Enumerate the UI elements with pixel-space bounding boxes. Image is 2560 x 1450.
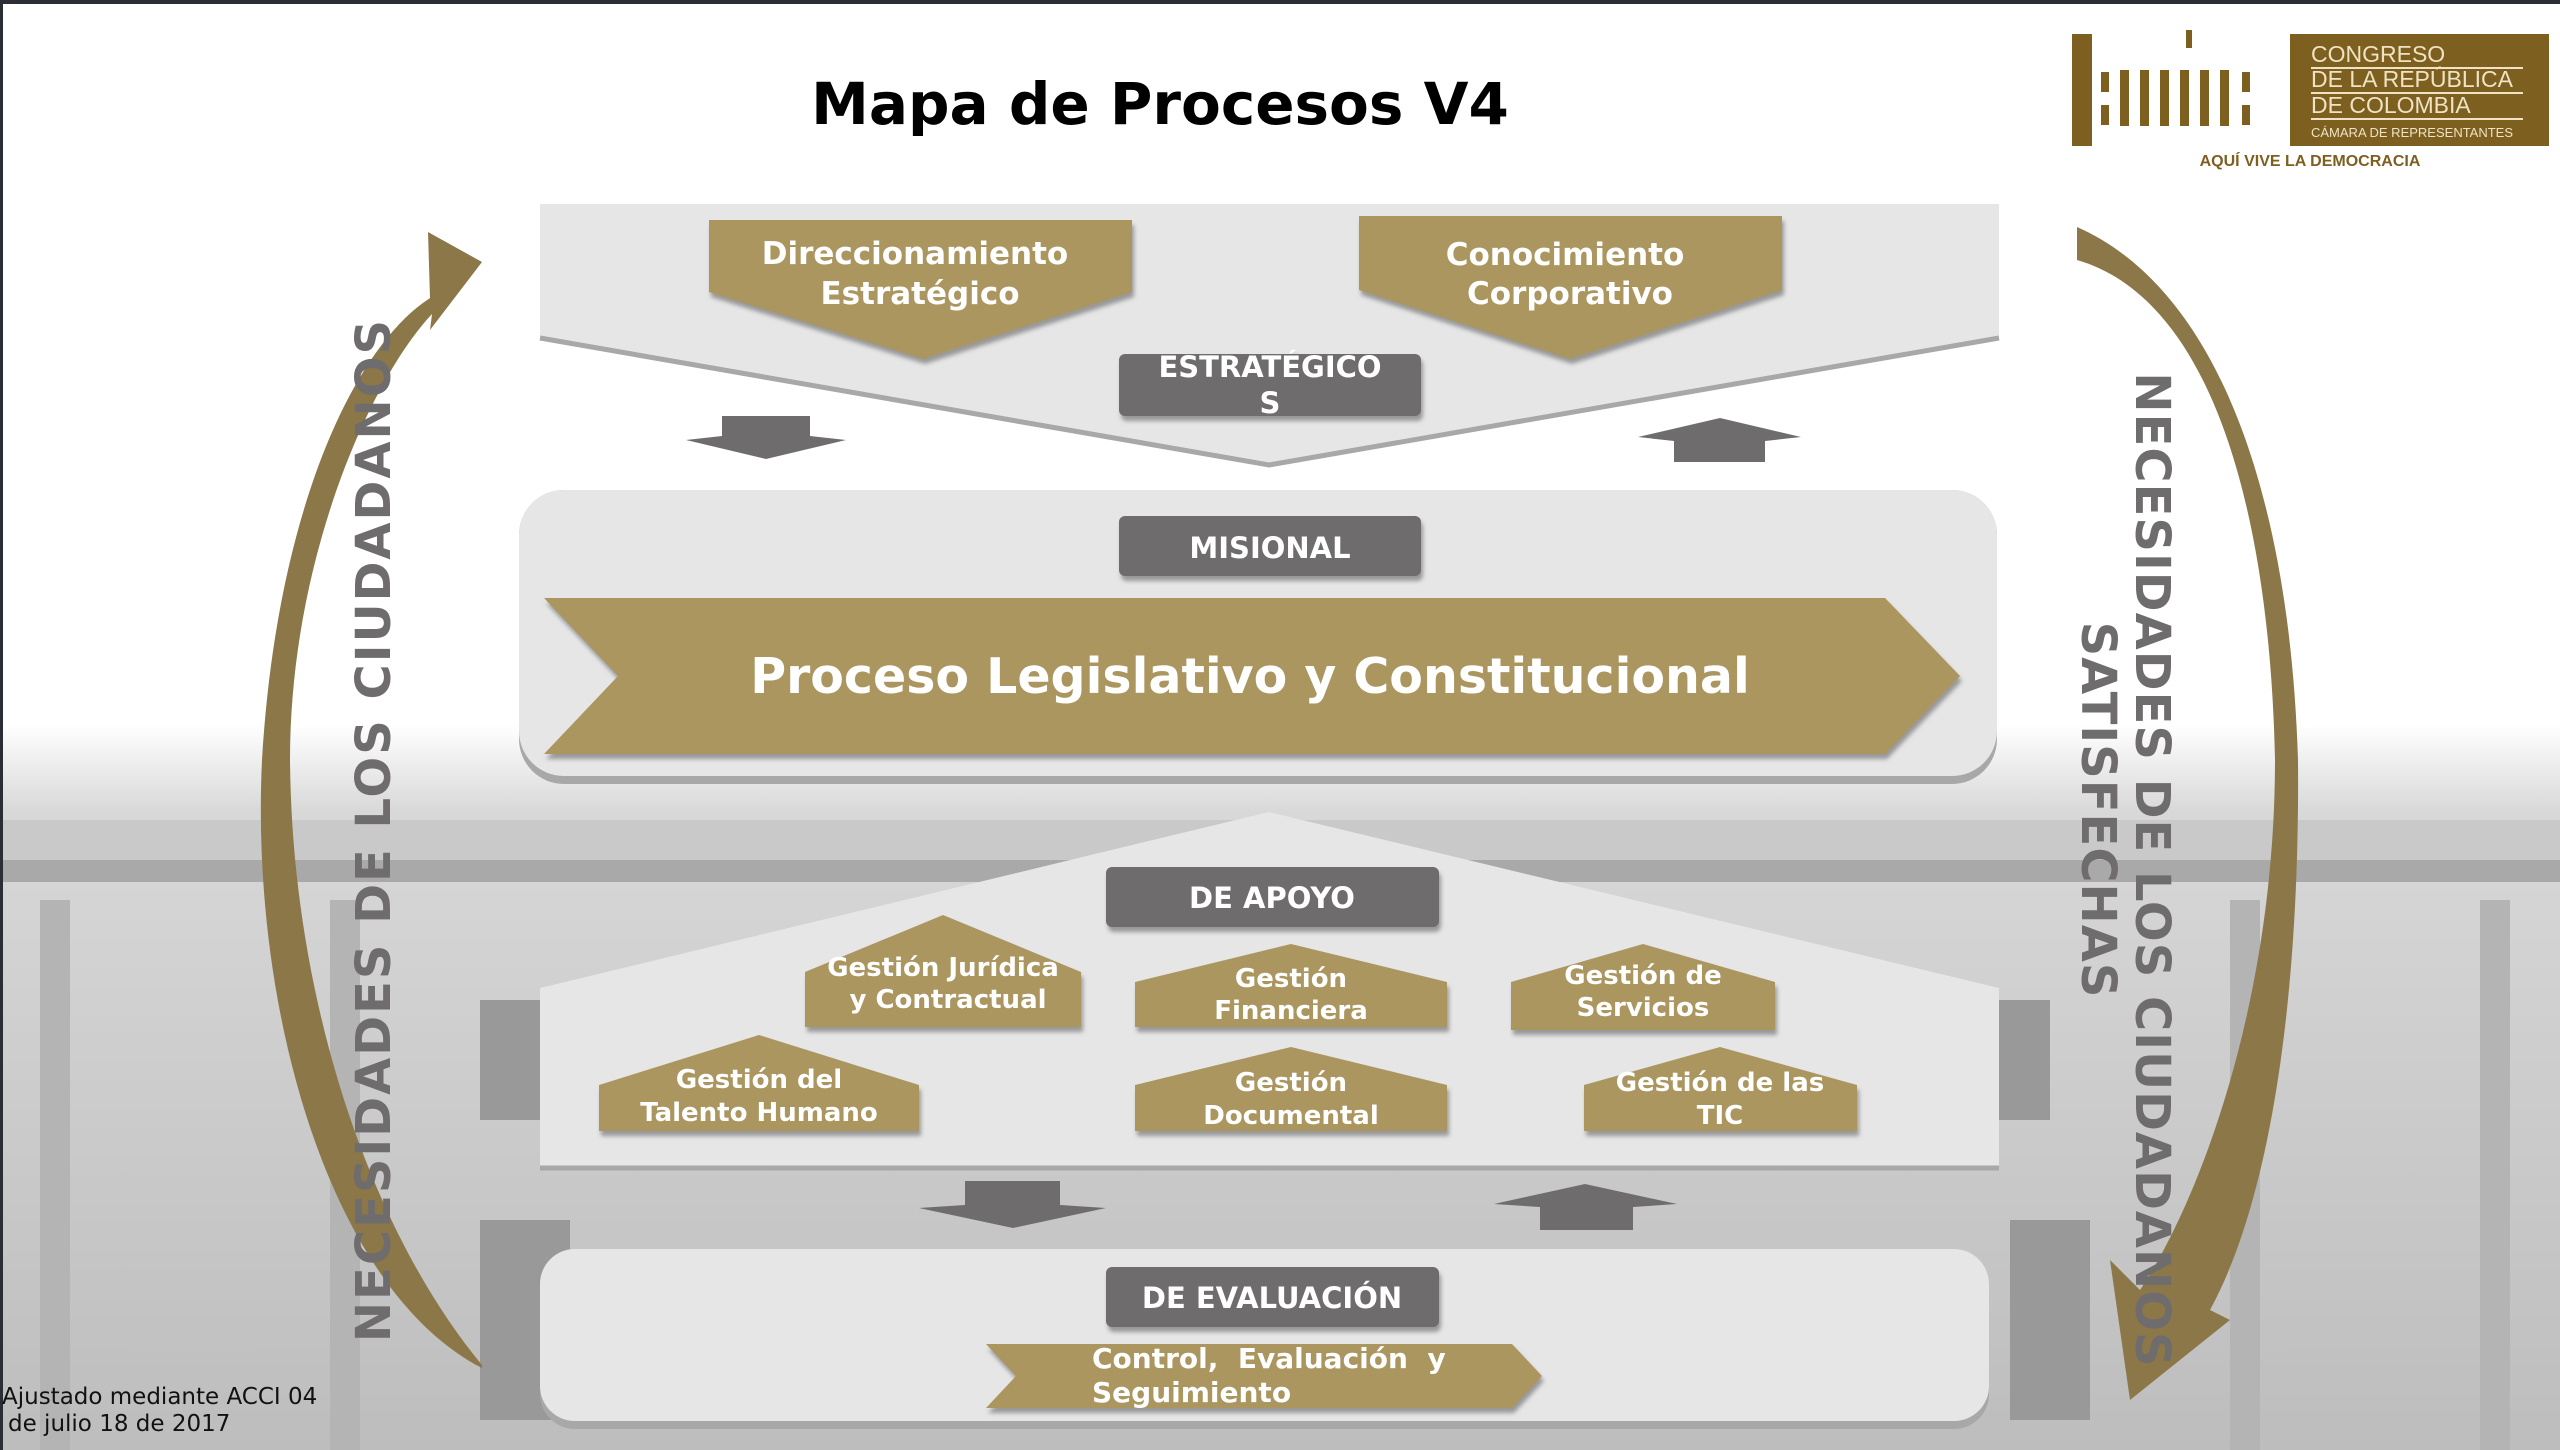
support-box-tic[interactable]: Gestión de las TIC	[1584, 1047, 1857, 1131]
svg-text:Seguimiento: Seguimiento	[1092, 1376, 1291, 1409]
svg-text:Proceso Legislativo y Constitu: Proceso Legislativo y Constitucional	[750, 648, 1750, 705]
svg-text:Gestión de: Gestión de	[1564, 961, 1721, 991]
support-box-servicios[interactable]: Gestión de Servicios	[1511, 944, 1775, 1030]
svg-text:Control, Evaluación y: Control, Evaluación y	[1092, 1342, 1446, 1375]
legislative-process[interactable]: Proceso Legislativo y Constitucional	[544, 598, 1960, 754]
strategic-section: Direccionamiento Estratégico Conocimient…	[539, 204, 2000, 468]
support-box-documental[interactable]: Gestión Documental	[1135, 1047, 1447, 1131]
support-box-financiera[interactable]: Gestión Financiera	[1135, 944, 1447, 1027]
svg-text:TIC: TIC	[1697, 1101, 1744, 1131]
page-title: Mapa de Procesos V4	[811, 70, 1509, 138]
svg-text:Gestión del: Gestión del	[676, 1065, 842, 1095]
logo-line1: CONGRESO	[2311, 41, 2445, 67]
left-cycle-arrow	[260, 232, 482, 1413]
svg-text:Documental: Documental	[1203, 1101, 1379, 1131]
right-side-text-1: NECESIDADES DE LOS CIUDADANOS	[2124, 372, 2180, 1367]
logo-line3: DE COLOMBIA	[2311, 92, 2471, 118]
support-box-talento-humano[interactable]: Gestión del Talento Humano	[599, 1035, 919, 1131]
up-arrow-icon	[1638, 418, 1801, 462]
svg-text:Gestión de las: Gestión de las	[1616, 1068, 1824, 1098]
svg-text:Servicios: Servicios	[1577, 993, 1710, 1023]
svg-text:Corporativo: Corporativo	[1467, 276, 1673, 312]
svg-text:y Contractual: y Contractual	[849, 985, 1046, 1015]
support-box-juridica[interactable]: Gestión Jurídica y Contractual	[805, 915, 1081, 1027]
misional-section: MISIONAL Proceso Legislativo y Constituc…	[519, 490, 1997, 784]
strategic-box-conocimiento[interactable]: Conocimiento Corporativo	[1359, 216, 1782, 359]
apoyo-section: DE APOYO Gestión Jurídica y Contractual …	[540, 812, 1999, 1171]
evaluacion-section: DE EVALUACIÓN Control, Evaluación y Segu…	[540, 1249, 1989, 1429]
down-arrow-icon	[686, 416, 846, 459]
svg-text:Estratégico: Estratégico	[821, 276, 1020, 312]
down-arrow-icon	[919, 1181, 1106, 1228]
misional-label: MISIONAL	[1189, 531, 1350, 565]
control-process[interactable]: Control, Evaluación y Seguimiento	[986, 1342, 1542, 1409]
strategic-box-direccionamiento[interactable]: Direccionamiento Estratégico	[709, 220, 1132, 359]
footnote-line2: de julio 18 de 2017	[8, 1411, 231, 1437]
svg-text:ESTRATÉGICO: ESTRATÉGICO	[1158, 350, 1381, 384]
right-cycle-arrow	[2077, 227, 2299, 1400]
svg-text:Conocimiento: Conocimiento	[1446, 237, 1685, 273]
logo-line2: DE LA REPÚBLICA	[2311, 66, 2514, 92]
apoyo-label: DE APOYO	[1189, 881, 1355, 915]
svg-text:Gestión: Gestión	[1235, 964, 1347, 994]
up-arrow-icon	[1494, 1184, 1677, 1230]
svg-text:Direccionamiento: Direccionamiento	[762, 236, 1068, 272]
congress-logo: CONGRESO DE LA REPÚBLICA DE COLOMBIA CÁM…	[2072, 30, 2549, 170]
svg-text:Financiera: Financiera	[1214, 996, 1368, 1026]
logo-line4: CÁMARA DE REPRESENTANTES	[2311, 125, 2513, 140]
svg-text:Gestión Jurídica: Gestión Jurídica	[827, 953, 1059, 983]
svg-text:S: S	[1260, 386, 1281, 420]
evaluacion-label: DE EVALUACIÓN	[1142, 1281, 1402, 1315]
left-side-text: NECESIDADES DE LOS CIUDADANOS	[346, 318, 402, 1342]
logo-tagline: AQUÍ VIVE LA DEMOCRACIA	[2200, 151, 2421, 170]
right-side-text-2: SATISFECHAS	[2070, 622, 2126, 999]
svg-text:Talento Humano: Talento Humano	[640, 1098, 878, 1128]
footnote-line1: Ajustado mediante ACCI 04	[2, 1384, 318, 1410]
footnote: Ajustado mediante ACCI 04 de julio 18 de…	[2, 1384, 317, 1438]
svg-text:Gestión: Gestión	[1235, 1068, 1347, 1098]
strategic-label: ESTRATÉGICO S	[1119, 350, 1421, 420]
